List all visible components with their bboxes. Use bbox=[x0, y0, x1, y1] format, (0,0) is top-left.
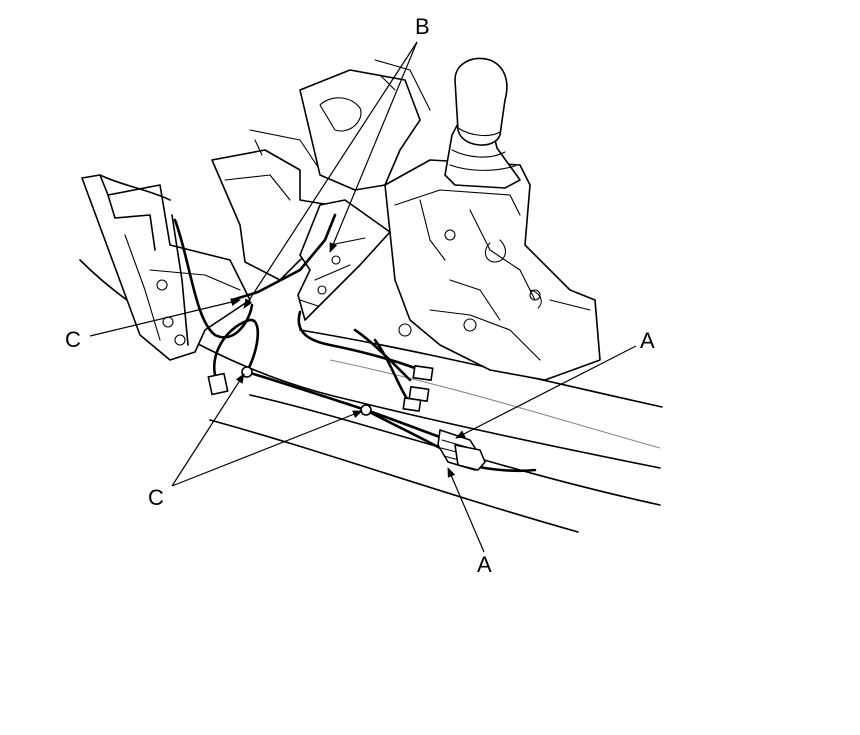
left-bracket bbox=[81, 174, 251, 361]
callout-label-a-upper: A bbox=[640, 328, 655, 353]
callout-label-c-lower: C bbox=[148, 485, 164, 510]
callout-label-c-upper: C bbox=[65, 327, 81, 352]
shift-housing bbox=[384, 159, 601, 381]
clamp-a bbox=[437, 429, 486, 471]
shift-lever bbox=[444, 57, 521, 189]
harness-connectors bbox=[207, 365, 434, 416]
callout-leaders bbox=[89, 41, 637, 553]
callout-label-b: B bbox=[415, 14, 430, 39]
callout-label-a-lower: A bbox=[477, 552, 492, 577]
